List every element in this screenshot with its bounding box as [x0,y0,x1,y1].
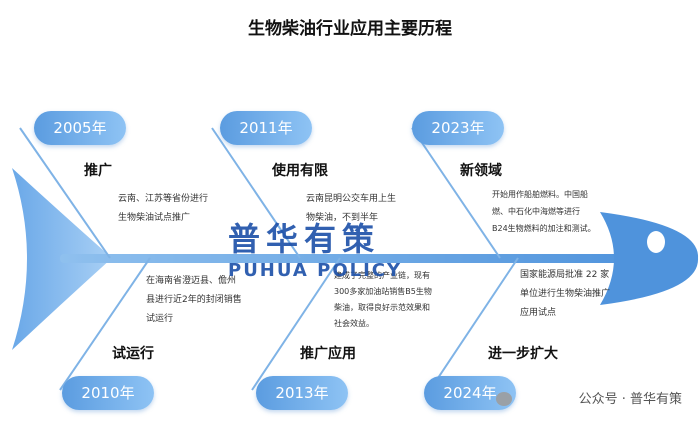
fish-head [600,212,699,305]
event-description: 云南、江苏等省份进行 生物柴油试点推广 [118,190,208,228]
event-heading: 推广应用 [300,346,356,362]
desc-line: 国家能源局批准 22 家 [520,270,610,280]
fish-spine [60,254,650,263]
event-heading: 推广 [84,163,112,179]
wechat-icon [496,392,512,406]
desc-line: 云南、江苏等省份进行 [118,194,209,204]
event-heading: 新领域 [460,163,502,179]
event-description: 国家能源局批准 22 家 单位进行生物柴油推广 应用试点 [520,266,610,323]
year-badge: 2011年 [220,111,312,145]
rib-2023 [411,127,501,259]
year-badge: 2005年 [34,111,126,145]
rib-2024 [429,257,519,391]
desc-line: 燃、中石化中海燃等进行 [492,207,580,216]
event-description: 云南昆明公交车用上生 物柴油，不到半年 [306,190,396,228]
fish-eye [647,231,665,253]
page-title: 生物柴油行业应用主要历程 [248,19,452,39]
desc-line: 应用试点 [520,308,557,318]
year-badge: 2013年 [256,376,348,410]
event-heading: 试运行 [112,346,154,362]
rib-2013 [251,257,341,391]
rib-2010 [59,257,151,391]
year-badge: 2010年 [62,376,154,410]
desc-line: 建成了完整的产业链，现有 [334,271,430,280]
desc-line: 柴油，取得良好示范效果和 [334,303,430,312]
desc-line: 单位进行生物柴油推广 [520,289,611,299]
rib-2005 [19,127,111,259]
desc-line: 社会效益。 [334,319,374,328]
event-heading: 使用有限 [272,163,328,179]
year-badge: 2023年 [412,111,504,145]
event-description: 在海南省澄迈县、儋州 县进行近2年的封闭销售 试运行 [146,272,242,329]
event-description: 建成了完整的产业链，现有 300多家加油站销售B5生物 柴油，取得良好示范效果和… [334,268,432,332]
desc-line: 县进行近2年的封闭销售 [146,295,242,305]
brand-footer: 公众号 · 普华有策 [578,392,682,407]
desc-line: 云南昆明公交车用上生 [306,194,397,204]
desc-line: 开始用作船舶燃料。中国船 [492,190,588,199]
desc-line: 生物柴油试点推广 [118,213,191,223]
desc-line: 试运行 [146,314,174,324]
watermark-logo-subtext: PUHUA POLICY [228,260,403,281]
desc-line: 300多家加油站销售B5生物 [334,287,432,296]
event-heading: 进一步扩大 [488,346,558,362]
rib-2011 [211,127,301,259]
desc-line: 物柴油，不到半年 [306,213,379,223]
desc-line: 在海南省澄迈县、儋州 [146,276,237,286]
watermark-logo-text: 普华有策 [228,220,381,258]
desc-line: B24生物燃料的加注和测试。 [492,224,596,233]
event-description: 开始用作船舶燃料。中国船 燃、中石化中海燃等进行 B24生物燃料的加注和测试。 [492,186,596,237]
